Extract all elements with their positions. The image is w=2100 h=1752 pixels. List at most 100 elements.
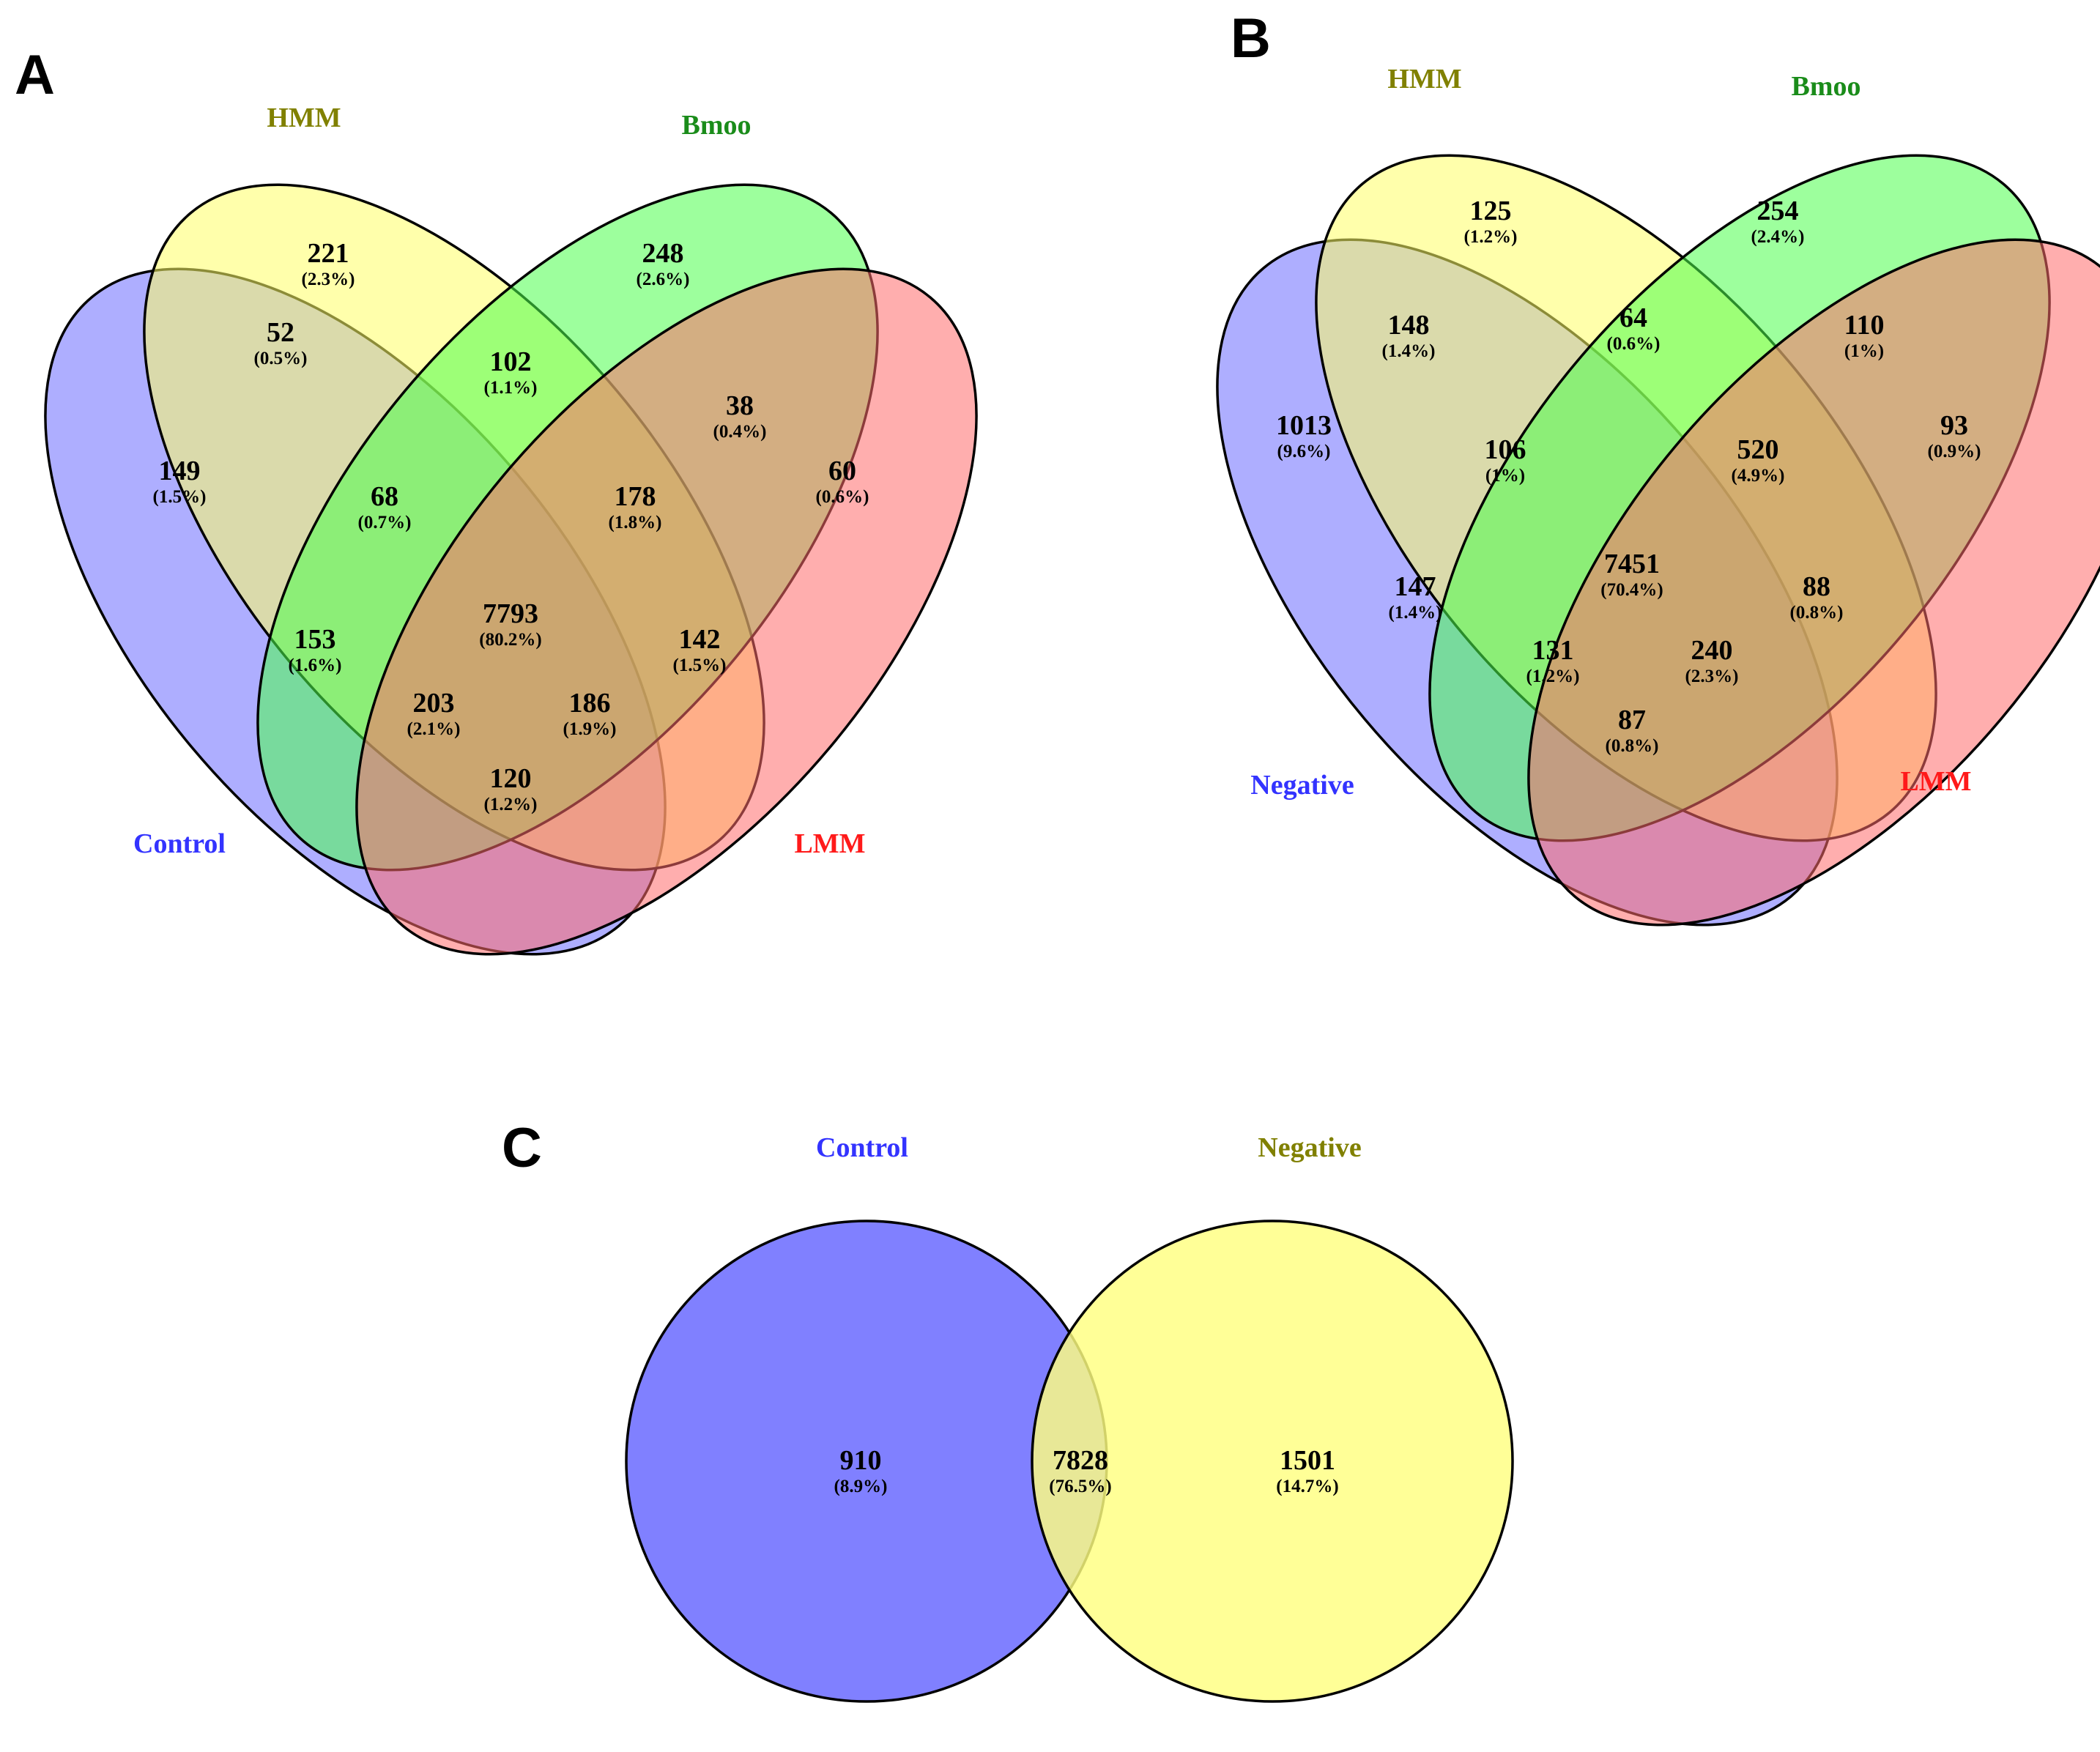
svg-text:60: 60 [828, 456, 856, 486]
svg-text:7793: 7793 [483, 598, 538, 629]
svg-text:(1.4%): (1.4%) [1389, 603, 1442, 623]
region-control-negative: 7828(76.5%) [1049, 1445, 1111, 1496]
svg-text:153: 153 [294, 624, 336, 655]
region-negative-only: 1013(9.6%) [1276, 410, 1332, 461]
svg-text:(1.2%): (1.2%) [1464, 227, 1518, 247]
set-label-lmm: LMM [1900, 766, 1971, 797]
svg-text:68: 68 [371, 481, 398, 512]
panel-b: B HMM Bmoo Negative LMM 125(1.2%) 254(2.… [1216, 7, 2100, 927]
region-bmoo-lmm: 38(0.4%) [713, 390, 767, 442]
region-negative-only: 1501(14.7%) [1276, 1445, 1338, 1496]
svg-text:(1.5%): (1.5%) [153, 487, 207, 507]
svg-text:106: 106 [1485, 434, 1526, 465]
region-hmm-only: 125(1.2%) [1464, 196, 1518, 247]
region-control-hmm-bmoo: 68(0.7%) [358, 481, 412, 532]
svg-text:102: 102 [490, 346, 532, 377]
svg-text:(0.8%): (0.8%) [1790, 603, 1844, 623]
region-negative-hmm-lmm: 131(1.2%) [1526, 635, 1580, 686]
svg-text:(0.8%): (0.8%) [1606, 736, 1659, 756]
region-bmoo-lmm: 110(1%) [1844, 310, 1885, 361]
svg-text:178: 178 [615, 481, 656, 512]
panel-a-letter: A [15, 44, 55, 106]
svg-text:254: 254 [1757, 196, 1799, 226]
region-hmm-bmoo-lmm: 520(4.9%) [1732, 434, 1785, 486]
panel-c: C Control Negative 910(8.9%) 7828(76.5%)… [502, 1117, 1514, 1703]
svg-text:131: 131 [1532, 635, 1574, 666]
region-control-only: 910(8.9%) [834, 1445, 888, 1496]
svg-text:(9.6%): (9.6%) [1277, 442, 1331, 461]
region-control-only: 149(1.5%) [153, 456, 207, 507]
region-lmm-only: 93(0.9%) [1928, 410, 1981, 461]
svg-text:(4.9%): (4.9%) [1732, 466, 1785, 486]
region-control-bmoo-lmm: 186(1.9%) [563, 688, 617, 739]
region-all-four: 7451(70.4%) [1600, 549, 1663, 600]
panel-c-letter: C [502, 1117, 542, 1179]
svg-text:(1.4%): (1.4%) [1382, 341, 1436, 361]
set-label-negative: Negative [1258, 1132, 1361, 1163]
region-hmm-bmoo: 102(1.1%) [484, 346, 538, 398]
svg-text:147: 147 [1395, 571, 1436, 602]
region-control-hmm-lmm: 203(2.1%) [407, 688, 461, 739]
svg-text:38: 38 [726, 390, 754, 421]
region-control-bmoo: 153(1.6%) [289, 624, 342, 675]
svg-text:(0.7%): (0.7%) [358, 513, 412, 532]
svg-text:(0.9%): (0.9%) [1928, 442, 1981, 461]
svg-text:93: 93 [1940, 410, 1968, 441]
svg-text:240: 240 [1691, 635, 1733, 666]
region-hmm-lmm: 88(0.8%) [1790, 571, 1844, 623]
region-hmm-lmm: 142(1.5%) [673, 624, 727, 675]
region-bmoo-only: 254(2.4%) [1751, 196, 1805, 247]
svg-text:(1.6%): (1.6%) [289, 656, 342, 675]
svg-text:(80.2%): (80.2%) [479, 630, 541, 650]
region-negative-hmm-bmoo: 106(1%) [1485, 434, 1526, 486]
set-label-hmm: HMM [1387, 64, 1461, 94]
svg-text:125: 125 [1470, 196, 1512, 226]
svg-text:(2.4%): (2.4%) [1751, 227, 1805, 247]
svg-text:110: 110 [1844, 310, 1885, 341]
svg-text:910: 910 [840, 1445, 882, 1476]
panel-a: A HMM Bmoo Control LMM 221(2.3%) 248(2.6… [15, 44, 978, 956]
region-negative-bmoo: 147(1.4%) [1389, 571, 1442, 623]
set-circle-negative [1031, 1220, 1514, 1703]
svg-text:87: 87 [1618, 705, 1646, 735]
region-hmm-bmoo: 64(0.6%) [1607, 302, 1661, 354]
svg-text:88: 88 [1803, 571, 1830, 602]
svg-text:221: 221 [308, 238, 349, 269]
set-label-negative: Negative [1250, 770, 1354, 801]
svg-text:(1.9%): (1.9%) [563, 719, 617, 739]
svg-text:(0.4%): (0.4%) [713, 422, 767, 442]
set-ellipse-lmm [355, 267, 978, 956]
svg-text:(14.7%): (14.7%) [1276, 1477, 1338, 1496]
svg-text:520: 520 [1737, 434, 1779, 465]
set-label-control: Control [133, 828, 226, 859]
region-negative-bmoo-lmm: 240(2.3%) [1685, 635, 1739, 686]
svg-text:(2.6%): (2.6%) [637, 270, 690, 289]
set-label-control: Control [816, 1132, 908, 1163]
svg-text:(1.8%): (1.8%) [609, 513, 662, 532]
svg-text:(70.4%): (70.4%) [1600, 580, 1663, 600]
svg-text:7828: 7828 [1053, 1445, 1108, 1476]
set-ellipse-lmm [1527, 238, 2100, 927]
region-bmoo-only: 248(2.6%) [637, 238, 690, 289]
svg-text:(1.5%): (1.5%) [673, 656, 727, 675]
svg-text:(2.1%): (2.1%) [407, 719, 461, 739]
region-hmm-only: 221(2.3%) [302, 238, 355, 289]
region-hmm-bmoo-lmm: 178(1.8%) [609, 481, 662, 532]
svg-text:(1%): (1%) [1485, 466, 1525, 486]
region-all-four: 7793(80.2%) [479, 598, 541, 650]
panel-b-letter: B [1231, 7, 1271, 70]
svg-text:(2.3%): (2.3%) [1685, 667, 1739, 686]
svg-text:1013: 1013 [1276, 410, 1332, 441]
svg-text:(0.6%): (0.6%) [816, 487, 869, 507]
svg-text:52: 52 [267, 317, 294, 348]
svg-text:(1.2%): (1.2%) [484, 795, 538, 814]
svg-text:(1.1%): (1.1%) [484, 378, 538, 398]
svg-text:1501: 1501 [1280, 1445, 1335, 1476]
svg-text:7451: 7451 [1604, 549, 1660, 579]
svg-text:(76.5%): (76.5%) [1049, 1477, 1111, 1496]
region-lmm-only: 60(0.6%) [816, 456, 869, 507]
svg-text:149: 149 [159, 456, 201, 486]
set-label-hmm: HMM [267, 103, 341, 133]
svg-text:203: 203 [413, 688, 455, 719]
